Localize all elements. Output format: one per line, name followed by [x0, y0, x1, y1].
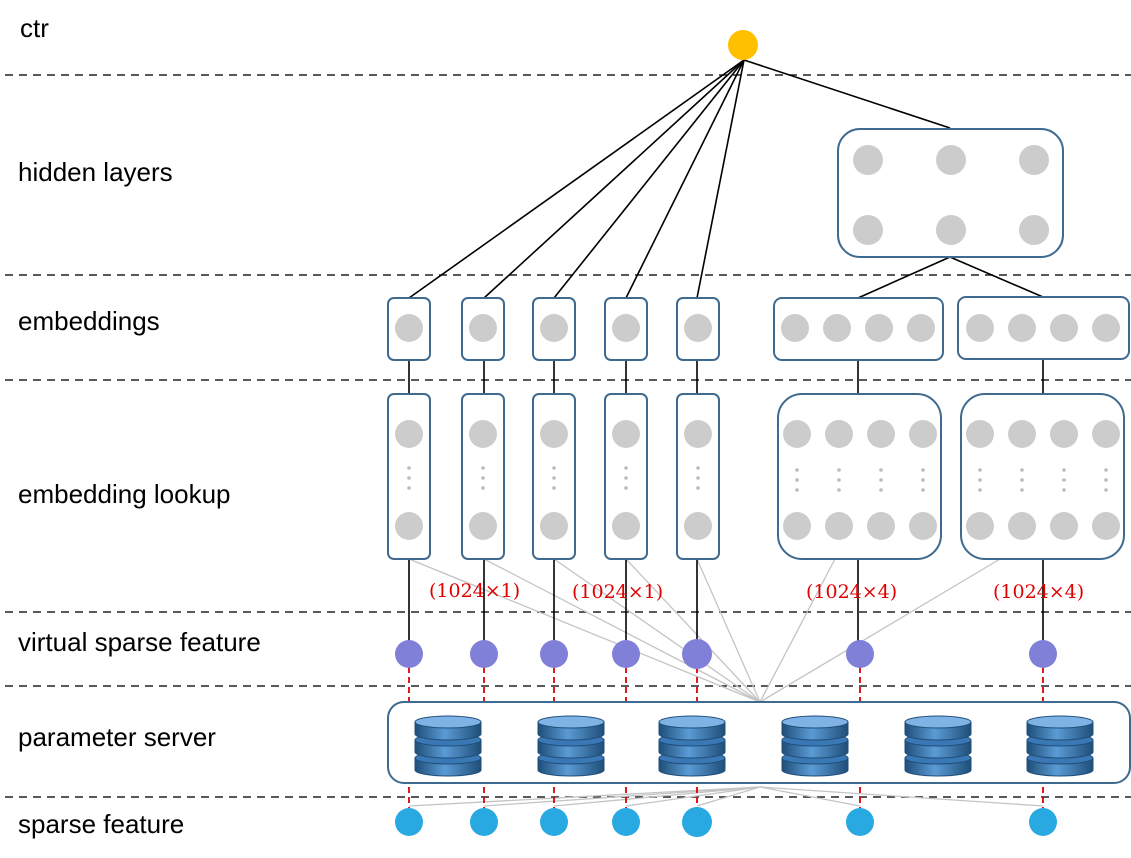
embedding-node: [469, 314, 497, 342]
lookup-dim-label: (1024×1): [572, 581, 663, 603]
sparse-node: [1029, 808, 1057, 836]
lookup-connections: [408, 359, 1044, 641]
hidden-layer-box: [837, 128, 1064, 258]
sparse-node: [846, 808, 874, 836]
embedding-node: [1008, 314, 1036, 342]
virtual-node: [846, 640, 874, 668]
parameter-server-box: [387, 701, 1131, 784]
sparse-feature-fan-lines: [408, 786, 1044, 807]
sparse-node: [395, 808, 423, 836]
database-icons: [414, 715, 1094, 777]
embedding-node: [540, 314, 568, 342]
virtual-sparse-feature-label: virtual sparse feature: [18, 627, 261, 657]
embedding-wide-boxes: [773, 296, 1130, 361]
database-icon: [781, 715, 849, 777]
database-icon: [537, 715, 605, 777]
embedding-node: [684, 314, 712, 342]
database-icon: [414, 715, 482, 777]
parameter-server-label: parameter server: [18, 722, 216, 752]
embedding-node: [1092, 314, 1120, 342]
embedding-node: [823, 314, 851, 342]
hidden-layers-label: hidden layers: [18, 157, 173, 187]
virtual-sparse-nodes: [395, 639, 1057, 669]
virtual-node: [540, 640, 568, 668]
embeddings-label: embeddings: [18, 306, 160, 336]
parameter-server-fan-lines: [408, 558, 1001, 703]
sparse-feature-nodes: [395, 807, 1057, 837]
virtual-node: [682, 639, 712, 669]
sparse-feature-label: sparse feature: [18, 809, 184, 839]
hidden-node: [936, 145, 966, 175]
ctr-output-node: [728, 30, 758, 60]
database-icon: [1026, 715, 1094, 777]
embedding-node: [395, 314, 423, 342]
sparse-node: [612, 808, 640, 836]
lookup-single-tables: [387, 393, 720, 560]
lookup-dim-label: (1024×4): [993, 581, 1084, 603]
embedding-lookup-label: embedding lookup: [18, 479, 231, 509]
sparse-node: [470, 808, 498, 836]
ctr-label: ctr: [20, 13, 49, 43]
database-icon: [904, 715, 972, 777]
hidden-node: [1019, 215, 1049, 245]
lookup-wide-tables: [777, 393, 1125, 560]
hidden-node: [853, 145, 883, 175]
embedding-single-boxes: [387, 297, 720, 361]
lookup-dim-label: (1024×4): [806, 581, 897, 603]
sparse-node: [540, 808, 568, 836]
hidden-node: [936, 215, 966, 245]
ctr-connections: [408, 59, 951, 299]
embedding-node: [865, 314, 893, 342]
lookup-dim-label: (1024×1): [429, 580, 520, 602]
sparse-node: [682, 807, 712, 837]
embedding-node: [1050, 314, 1078, 342]
virtual-node: [470, 640, 498, 668]
virtual-node: [395, 640, 423, 668]
hidden-node: [1019, 145, 1049, 175]
embedding-node: [781, 314, 809, 342]
hidden-connections: [857, 256, 1044, 299]
embedding-node: [907, 314, 935, 342]
hidden-node: [853, 215, 883, 245]
database-icon: [658, 715, 726, 777]
virtual-node: [1029, 640, 1057, 668]
embedding-node: [612, 314, 640, 342]
embedding-node: [966, 314, 994, 342]
virtual-node: [612, 640, 640, 668]
